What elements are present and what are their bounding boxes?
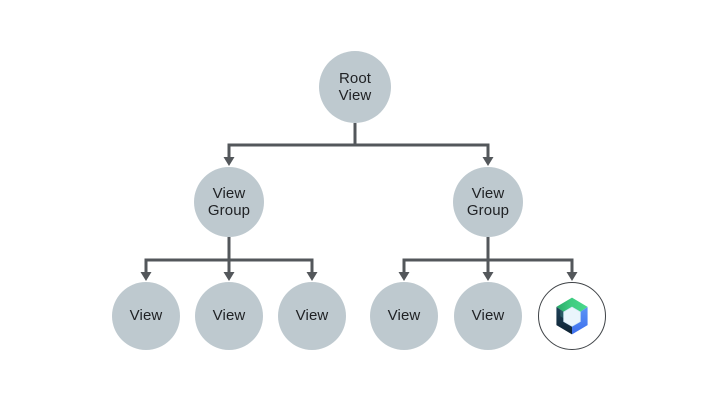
node-view: View — [278, 282, 346, 350]
node-label: Root View — [338, 69, 372, 105]
node-view: View — [370, 282, 438, 350]
node-root-view: Root View — [319, 51, 391, 123]
node-label: View — [387, 307, 421, 325]
arrow-down-icon — [398, 272, 410, 281]
node-label: View — [471, 307, 505, 325]
node-view: View — [454, 282, 522, 350]
connector-right-group-to-children — [402, 237, 574, 274]
node-view-group-right: View Group — [453, 167, 523, 237]
arrow-down-icon — [306, 272, 318, 281]
arrow-down-icon — [482, 272, 494, 281]
node-view-group-left: View Group — [194, 167, 264, 237]
node-view: View — [112, 282, 180, 350]
arrow-down-icon — [482, 157, 494, 166]
node-label: View — [295, 307, 329, 325]
arrow-down-icon — [566, 272, 578, 281]
arrow-down-icon — [223, 157, 235, 166]
connector-root-to-groups — [227, 123, 490, 159]
arrow-down-icon — [223, 272, 235, 281]
jetpack-compose-icon — [556, 297, 588, 335]
node-label: View — [129, 307, 163, 325]
node-label: View Group — [207, 184, 251, 220]
arrow-down-icon — [140, 272, 152, 281]
node-view: View — [195, 282, 263, 350]
node-label: View — [212, 307, 246, 325]
node-label: View Group — [466, 184, 510, 220]
node-compose — [538, 282, 606, 350]
connector-left-group-to-children — [144, 237, 314, 274]
